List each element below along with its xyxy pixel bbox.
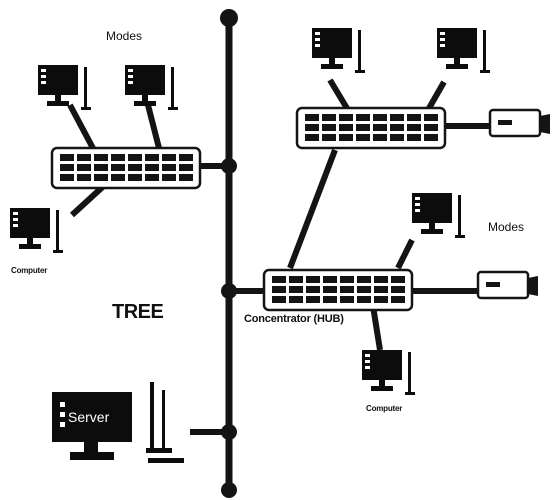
computer-icon — [362, 350, 415, 395]
modes-label-top: Modes — [106, 29, 143, 43]
modem-icon — [476, 270, 540, 300]
server-icon — [52, 382, 184, 463]
link-line — [395, 238, 415, 270]
computer-icon — [10, 208, 63, 253]
computer-label-left: Computer — [11, 266, 48, 275]
backbone-bottom-terminator — [221, 482, 237, 498]
modem-icon — [488, 108, 552, 138]
link-line — [425, 80, 447, 112]
link-line — [67, 103, 98, 154]
computer-label-bottom: Computer — [366, 404, 403, 413]
server-label: Server — [68, 409, 110, 425]
hub-switch-right-top — [295, 106, 447, 150]
modes-label-right: Modes — [488, 220, 525, 234]
backbone-top-terminator — [220, 9, 238, 27]
link-line — [145, 104, 163, 153]
concentrator-hub — [262, 268, 414, 312]
tree-title: TREE — [112, 301, 164, 323]
modes-computer-icon — [412, 193, 465, 238]
hub-switch-left — [50, 146, 202, 190]
concentrator-label: Concentrator (HUB) — [244, 313, 344, 325]
link-line — [327, 78, 351, 112]
computer-icon — [312, 28, 365, 73]
modes-computer-icon — [38, 65, 91, 110]
modes-computer-icon — [125, 65, 178, 110]
link-line — [287, 148, 338, 270]
computer-icon — [437, 28, 490, 73]
link-line — [370, 305, 383, 351]
